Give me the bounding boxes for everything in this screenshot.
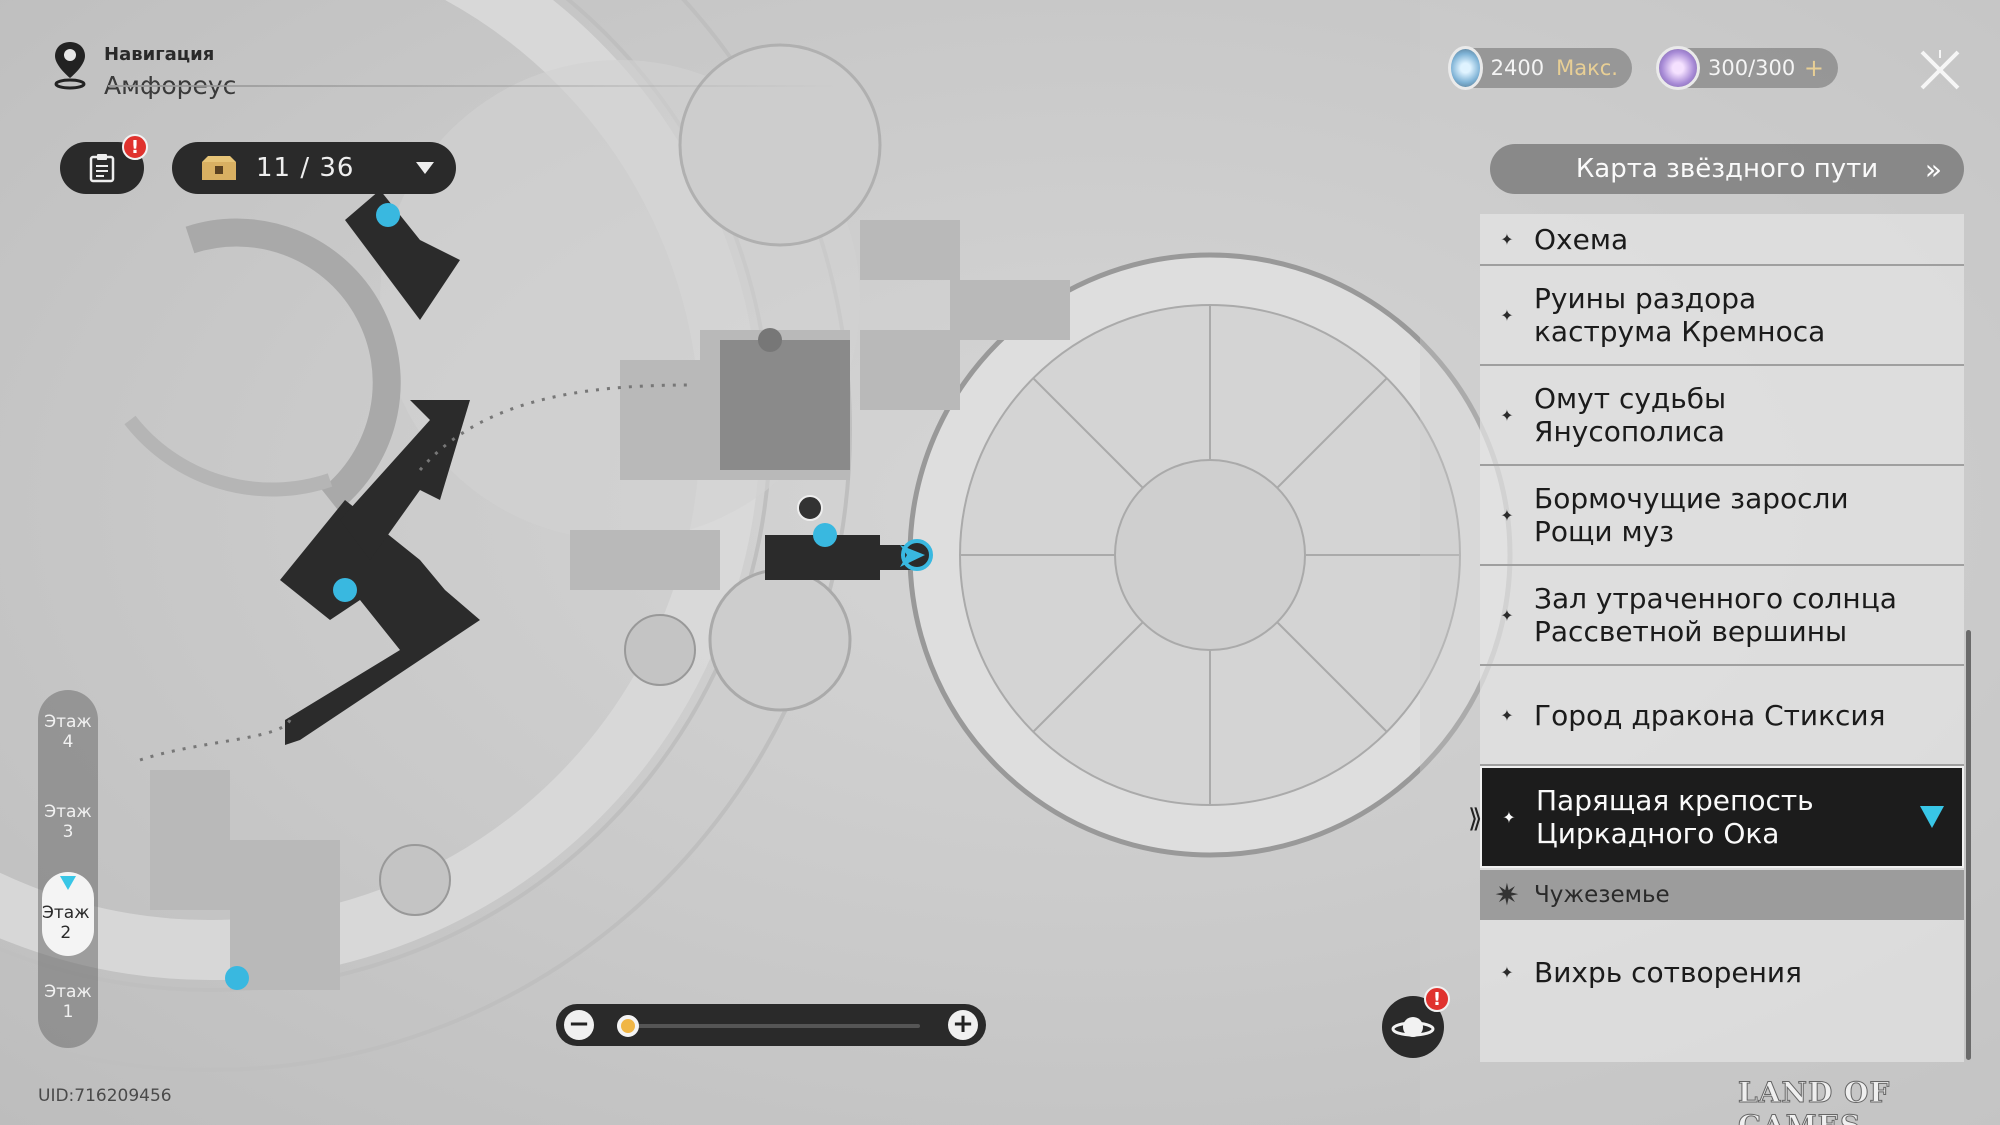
double-chevron-right-icon: » bbox=[1924, 152, 1942, 186]
list-item-label: Охема bbox=[1534, 222, 1629, 256]
nav-label: Навигация bbox=[104, 44, 215, 65]
floor-2-label: Этаж 2 bbox=[42, 903, 90, 943]
star-rail-map-button[interactable]: Карта звёздного пути » bbox=[1490, 144, 1964, 194]
list-item-label: Парящая крепость Циркадного Ока bbox=[1536, 784, 1814, 850]
list-item-dawn-peak[interactable]: ✦ Зал утраченного солнца Рассветной верш… bbox=[1480, 566, 1964, 666]
star-bullet-icon: ✦ bbox=[1500, 305, 1514, 325]
zoom-control: − + bbox=[556, 1004, 986, 1046]
region-header-foreign-land[interactable]: ✷ Чужеземье bbox=[1480, 870, 1964, 920]
list-item-grove-of-muses[interactable]: ✦ Бормочущие заросли Рощи муз bbox=[1480, 466, 1964, 566]
list-item-label: Вихрь сотворения bbox=[1534, 955, 1802, 989]
list-item-label: Руины раздора каструма Кремноса bbox=[1534, 282, 1826, 348]
floor-3-button[interactable]: Этаж 3 bbox=[44, 802, 92, 842]
header-divider bbox=[108, 85, 838, 87]
reserve-power-counter[interactable]: 300/300 + bbox=[1656, 46, 1838, 90]
selection-arrow-icon: ⟫ bbox=[1468, 804, 1483, 834]
star-bullet-icon: ✦ bbox=[1500, 405, 1514, 425]
reserve-power-icon bbox=[1656, 46, 1700, 90]
list-item-circadian-eye[interactable]: ✦ Парящая крепость Циркадного Ока bbox=[1480, 766, 1964, 868]
star-bullet-icon: ✦ bbox=[1500, 229, 1514, 249]
user-id: UID:716209456 bbox=[38, 1086, 172, 1106]
region-label: Чужеземье bbox=[1534, 882, 1670, 908]
add-power-button[interactable]: + bbox=[1803, 54, 1824, 82]
trailblaze-power-counter: 2400 Макс. bbox=[1448, 46, 1632, 90]
treasure-chest-icon bbox=[202, 156, 236, 180]
star-rail-map-label: Карта звёздного пути bbox=[1575, 154, 1879, 184]
navigation-header: Навигация Амфореус bbox=[52, 40, 236, 100]
star-bullet-icon: ✦ bbox=[1500, 705, 1514, 725]
planet-button[interactable] bbox=[1382, 996, 1444, 1058]
list-item-label: Омут судьбы Янусополиса bbox=[1534, 382, 1727, 448]
list-scrollbar[interactable] bbox=[1966, 630, 1971, 1060]
compass-star-icon: ✷ bbox=[1494, 877, 1520, 913]
floor-1-button[interactable]: Этаж 1 bbox=[44, 982, 92, 1022]
trailblaze-power-icon bbox=[1448, 46, 1483, 90]
zoom-slider[interactable] bbox=[617, 1015, 920, 1037]
zoom-slider-knob[interactable] bbox=[617, 1015, 639, 1037]
list-item-label: Бормочущие заросли Рощи муз bbox=[1534, 482, 1849, 548]
current-location-marker-icon bbox=[1920, 806, 1944, 828]
quest-alert-badge: ! bbox=[122, 134, 148, 160]
list-item-label: Зал утраченного солнца Рассветной вершин… bbox=[1534, 582, 1897, 648]
location-list[interactable]: ✦ Охема ✦ Руины раздора каструма Кремнос… bbox=[1480, 214, 1964, 1062]
list-item-vortex-of-creation[interactable]: ✦ Вихрь сотворения bbox=[1480, 922, 1964, 1022]
chevron-down-icon bbox=[416, 162, 434, 174]
close-icon[interactable] bbox=[1918, 48, 1962, 92]
floor-4-button[interactable]: Этаж 4 bbox=[44, 712, 92, 752]
list-item-styxia[interactable]: ✦ Город дракона Стиксия bbox=[1480, 666, 1964, 766]
reserve-power-value: 300/300 bbox=[1708, 56, 1796, 80]
chest-count: 11 / 36 bbox=[256, 153, 355, 183]
star-bullet-icon: ✦ bbox=[1500, 505, 1514, 525]
trailblaze-power-max: Макс. bbox=[1556, 56, 1618, 80]
zoom-out-button[interactable]: − bbox=[564, 1010, 594, 1040]
star-bullet-icon: ✦ bbox=[1500, 605, 1514, 625]
chest-counter-dropdown[interactable]: 11 / 36 bbox=[172, 142, 456, 194]
star-bullet-icon: ✦ bbox=[1500, 962, 1514, 982]
floor-selector[interactable]: Этаж 4 Этаж 3 Этаж 2 Этаж 1 bbox=[38, 690, 98, 1048]
map-pin-icon bbox=[54, 42, 86, 90]
zoom-in-button[interactable]: + bbox=[948, 1010, 978, 1040]
list-item-okhema[interactable]: ✦ Охема bbox=[1480, 214, 1964, 266]
planet-icon bbox=[1391, 1017, 1435, 1037]
planet-alert-badge: ! bbox=[1424, 986, 1450, 1012]
current-floor-marker-icon bbox=[60, 876, 76, 890]
watermark: LAND OF GAMES bbox=[1738, 1076, 1891, 1125]
clipboard-icon bbox=[89, 154, 115, 183]
list-item-kremnos[interactable]: ✦ Руины раздора каструма Кремноса bbox=[1480, 266, 1964, 366]
floor-2-button[interactable]: Этаж 2 bbox=[42, 872, 94, 956]
list-item-label: Город дракона Стиксия bbox=[1534, 698, 1886, 732]
list-item-janusopolis[interactable]: ✦ Омут судьбы Янусополиса bbox=[1480, 366, 1964, 466]
trailblaze-power-value: 2400 bbox=[1490, 56, 1545, 80]
star-bullet-icon: ✦ bbox=[1502, 807, 1516, 827]
